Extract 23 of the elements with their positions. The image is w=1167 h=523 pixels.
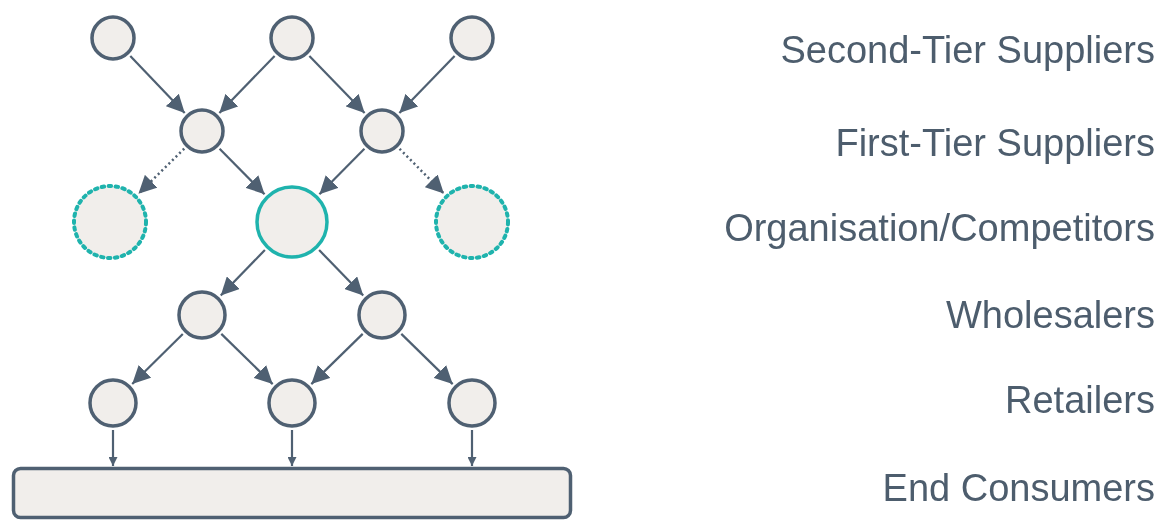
arrow — [467, 430, 477, 466]
tier-label: Organisation/Competitors — [724, 209, 1155, 247]
tier-label: End Consumers — [882, 469, 1155, 507]
arrow — [220, 249, 266, 297]
arrow — [108, 430, 118, 466]
arrow — [131, 333, 184, 385]
dotted-arrow — [398, 147, 445, 195]
tier-label: Second-Tier Suppliers — [780, 31, 1155, 69]
arrow — [308, 55, 366, 114]
arrow — [310, 333, 364, 385]
arrow — [129, 55, 186, 114]
arrow — [318, 249, 364, 297]
arrow — [318, 148, 366, 196]
arrow — [218, 148, 266, 196]
tier-label: Retailers — [1005, 381, 1155, 419]
arrow — [220, 333, 274, 385]
arrow — [400, 333, 454, 385]
tier-label: First-Tier Suppliers — [835, 124, 1155, 162]
arrow — [287, 430, 297, 466]
arrow — [398, 55, 456, 114]
dotted-arrow — [137, 147, 186, 195]
arrow — [218, 55, 276, 114]
tier-label: Wholesalers — [945, 296, 1155, 334]
